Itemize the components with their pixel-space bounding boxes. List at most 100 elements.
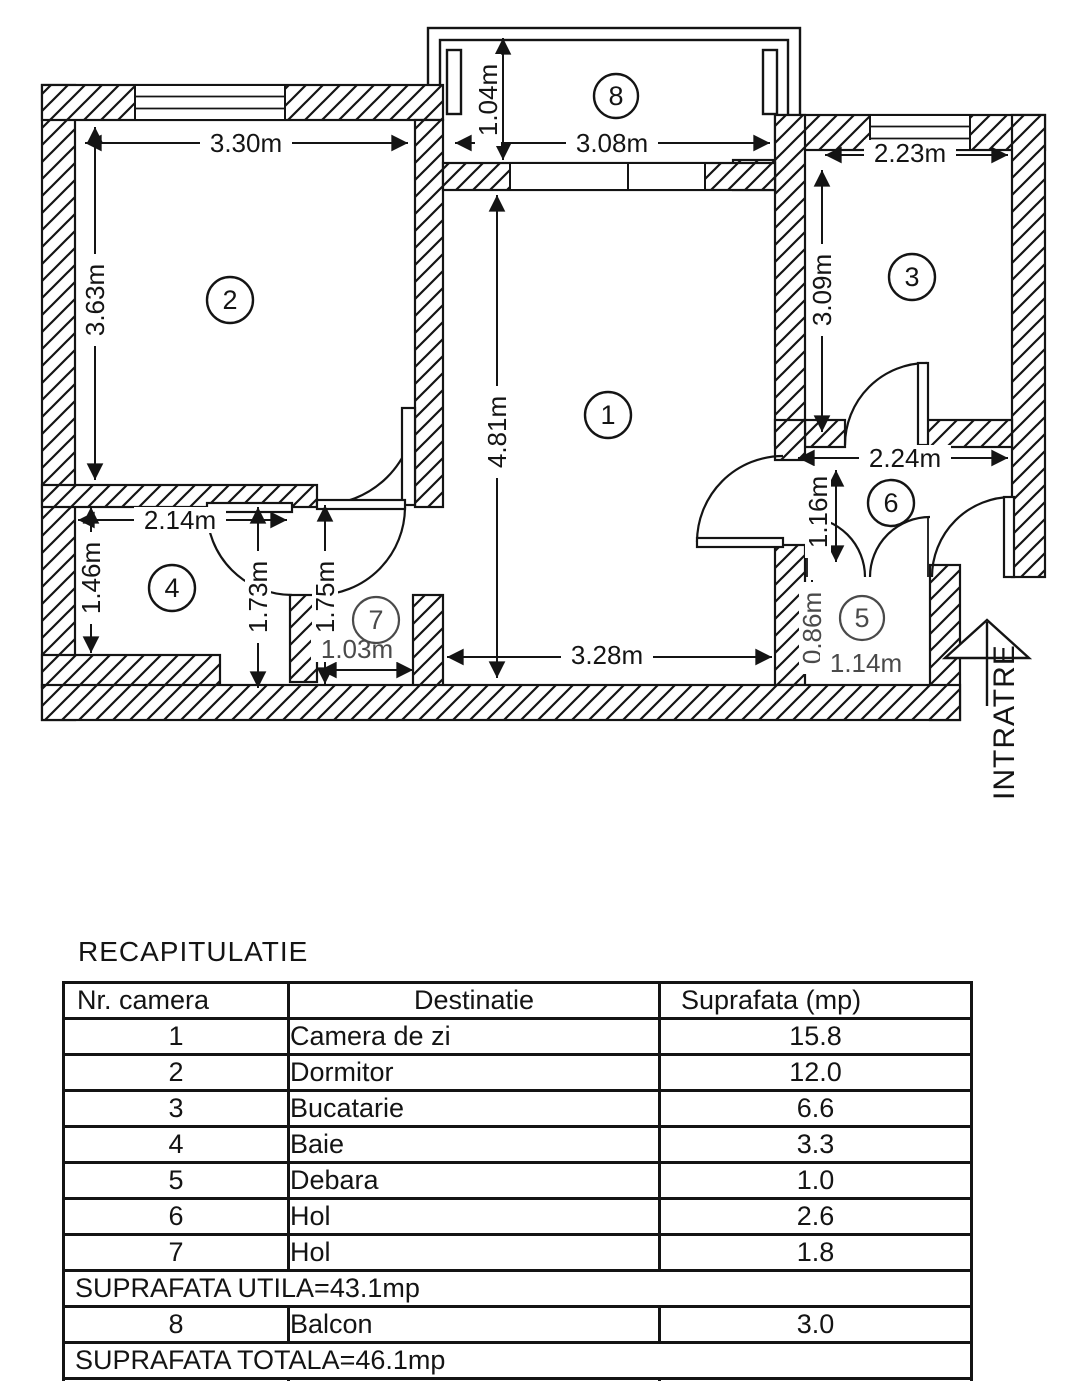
recap-cell: Hol [287,1233,661,1272]
recap-cell: 2.6 [658,1197,973,1236]
balcon-row: 8 Balcon 3.0 [62,1305,973,1344]
room-6-number: 6 [866,478,916,528]
doors [205,361,1016,597]
recap-cell: 1.0 [658,1161,973,1200]
floor-plan-drawing: 3.30m 3.63m 1.04m 3.08m 2.23m 3.09m 4.81… [40,26,1047,800]
dim-room6-height: 1.16m [803,466,833,558]
door-room1-room6 [695,454,785,549]
door-room2 [319,406,417,507]
svg-text:1.75m: 1.75m [310,561,340,633]
svg-text:2.23m: 2.23m [874,138,946,168]
svg-text:5: 5 [854,603,869,633]
door-entrance [930,495,1016,579]
svg-text:7: 7 [368,605,383,635]
dim-room4-height: 1.46m [76,532,106,624]
svg-text:4.81m: 4.81m [482,396,512,468]
suprafata-totala: SUPRAFATA TOTALA=46.1mp [62,1341,973,1380]
executant-cell: EXECUTANT [287,1377,661,1381]
recap-cell: Debara [287,1161,661,1200]
svg-text:2: 2 [222,285,237,315]
svg-text:3.28m: 3.28m [571,640,643,670]
wall-room3-room6-left [803,418,847,449]
dim-room2-height: 3.63m [80,254,110,346]
room-1-number: 1 [583,390,633,440]
dim-room6-width: 2.24m [859,443,951,473]
entrance: INTRATRE [941,618,1033,800]
header-suprafata: Suprafata (mp) [658,981,973,1020]
svg-text:1.73m: 1.73m [243,561,273,633]
table-row: 1 Camera de zi 15.8 [62,1017,973,1056]
wall-room1-room3 [773,113,807,447]
recap-cell: 15.8 [658,1017,973,1056]
room-7-number: 7 [351,595,401,645]
wall-outer-right [1010,113,1047,579]
header-destinatie: Destinatie [287,981,661,1020]
table-row: 7 Hol 1.8 [62,1233,973,1272]
dim-room7-width: 1.03m [311,634,403,664]
svg-text:6: 6 [883,488,898,518]
room-5-number: 5 [838,594,886,642]
dim-room2-width: 3.30m [200,128,292,158]
room-numbers: 1 2 3 4 5 6 7 8 [147,72,937,645]
recap-title: RECAPITULATIE [78,936,309,967]
recap-table: Nr. camera Destinatie Suprafata (mp) 1 C… [62,981,973,1381]
svg-text:1.14m: 1.14m [830,648,902,678]
dim-balcony-height: 1.04m [473,54,503,146]
room-2-number: 2 [205,275,255,325]
table-header-row: Nr. camera Destinatie Suprafata (mp) [62,981,973,1020]
recap-cell: 1.8 [658,1233,973,1272]
recap-cell: 3.0 [658,1305,973,1344]
wall-room2-room1 [413,118,445,509]
recap-cell: 12.0 [658,1053,973,1092]
dim-room7-height: 1.75m [310,551,340,643]
svg-text:3.30m: 3.30m [210,128,282,158]
entrance-label: INTRATRE [988,644,1021,800]
recap-cell: Camera de zi [287,1017,661,1056]
wall-room7-room1 [411,593,445,689]
svg-text:INTRATRE: INTRATRE [988,644,1021,800]
dim-room3-width: 2.23m [864,138,956,168]
recap-cell: Balcon [287,1305,661,1344]
svg-text:3: 3 [904,262,919,292]
table-row: 4 Baie 3.3 [62,1125,973,1164]
recap-cell: Dormitor [287,1053,661,1092]
recap-cell: 4 [62,1125,290,1164]
wall-under-room4 [40,653,222,689]
suprafata-utila-row: SUPRAFATA UTILA=43.1mp [62,1269,973,1308]
svg-text:3.09m: 3.09m [807,254,837,326]
walls [40,83,1047,722]
wall-room1-room6-stub [773,418,807,462]
recap-cell: 3.3 [658,1125,973,1164]
svg-text:8: 8 [608,81,623,111]
dim-room1-width: 3.28m [561,640,653,670]
wall-outer-bottom [40,683,962,722]
room-8-number: 8 [592,72,640,120]
recap-cell: 2 [62,1053,290,1092]
dim-room3-height: 3.09m [807,244,837,336]
svg-text:3.63m: 3.63m [80,264,110,336]
recap-cell: Hol [287,1197,661,1236]
dim-balcony-width: 3.08m [566,128,658,158]
recap-cell: 3 [62,1089,290,1128]
footer-row: EXECUTANT DATA [62,1377,973,1381]
window-balcony-door [509,162,706,191]
room-3-number: 3 [887,252,937,302]
table-row: 3 Bucatarie 6.6 [62,1089,973,1128]
recap-section: RECAPITULATIE Nr. camera Destinatie Supr… [62,936,973,1381]
data-cell: DATA [658,1377,973,1381]
svg-text:1.16m: 1.16m [803,476,833,548]
recap-cell: Bucatarie [287,1089,661,1128]
svg-text:3.08m: 3.08m [576,128,648,158]
room-4-number: 4 [147,563,197,613]
table-row: 2 Dormitor 12.0 [62,1053,973,1092]
door-room3 [843,361,930,447]
dimension-labels: 3.30m 3.63m 1.04m 3.08m 2.23m 3.09m 4.81… [76,54,956,678]
svg-text:1.04m: 1.04m [473,64,503,136]
recap-cell: Baie [287,1125,661,1164]
dim-room5-width: 1.14m [820,648,912,678]
window-room2 [134,84,286,121]
recap-cell: 6 [62,1197,290,1236]
suprafata-totala-row: SUPRAFATA TOTALA=46.1mp [62,1341,973,1380]
svg-text:2.14m: 2.14m [144,505,216,535]
